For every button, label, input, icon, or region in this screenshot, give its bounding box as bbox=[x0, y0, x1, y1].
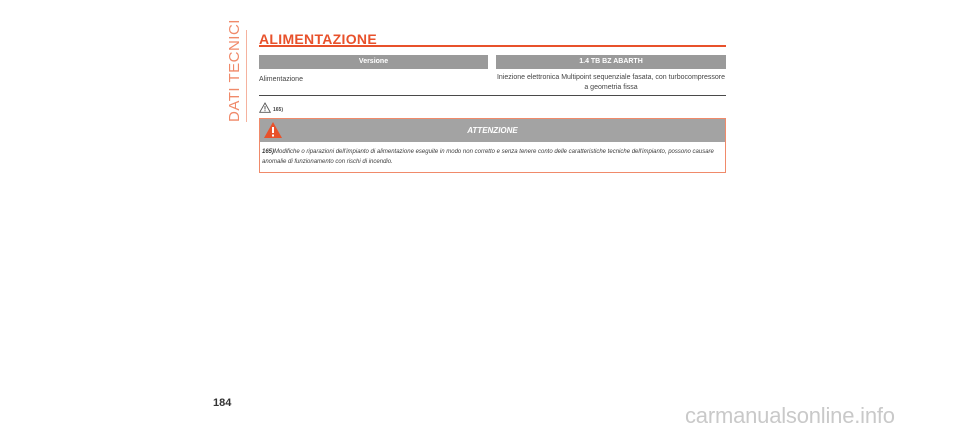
attention-box: ATTENZIONE 165)Modifiche o riparazioni d… bbox=[259, 118, 726, 173]
spec-table-header-version: Versione bbox=[259, 55, 488, 69]
spec-table-row-value: Iniezione elettronica Multipoint sequenz… bbox=[496, 74, 726, 91]
attention-text: 165)Modifiche o riparazioni dell'impiant… bbox=[262, 147, 722, 167]
watermark: carmanualsonline.info bbox=[685, 403, 895, 428]
spec-table-header-model: 1.4 TB BZ ABARTH bbox=[496, 55, 726, 69]
title-underline bbox=[259, 45, 726, 47]
page-number: 184 bbox=[213, 397, 232, 409]
section-tab: DATI TECNICI bbox=[226, 19, 243, 122]
attention-heading: ATTENZIONE bbox=[467, 126, 518, 135]
attention-header: ATTENZIONE bbox=[260, 119, 725, 142]
attention-note-text: Modifiche o riparazioni dell'impianto di… bbox=[262, 149, 714, 165]
warning-triangle-outline-icon bbox=[259, 102, 271, 113]
spec-table-row-label: Alimentazione bbox=[259, 76, 303, 83]
page-title: ALIMENTAZIONE bbox=[259, 31, 377, 47]
section-tab-divider bbox=[246, 30, 247, 122]
warning-reference-number: 165) bbox=[273, 107, 284, 113]
attention-note-number: 165) bbox=[262, 149, 275, 155]
warning-triangle-filled-icon bbox=[263, 121, 283, 148]
warning-reference: 165) bbox=[259, 101, 283, 113]
spec-table-bottom-rule bbox=[259, 95, 726, 96]
